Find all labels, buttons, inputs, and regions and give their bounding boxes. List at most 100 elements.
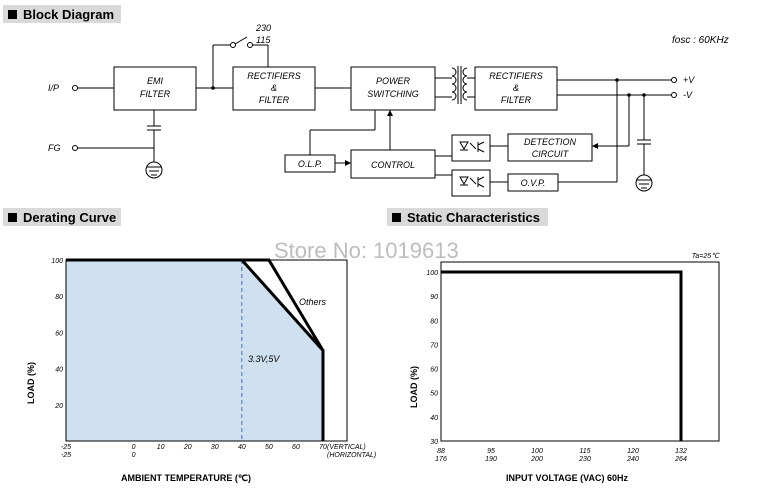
derating-y-label: LOAD (%)	[26, 362, 36, 404]
x-tick-label-vertical: -25	[61, 444, 71, 451]
x-tick-label-vertical: 20	[183, 444, 192, 451]
block-diagram-title: Block Diagram	[23, 6, 115, 22]
ovp-label: O.V.P.	[521, 178, 546, 188]
others-label: Others	[299, 297, 327, 307]
output-rectifiers-block	[474, 66, 558, 111]
safe-operating-area	[66, 260, 323, 441]
x-tick-label-horizontal: -25	[61, 452, 71, 459]
y-tick-label: 40	[55, 367, 63, 374]
block-diagram: fosc : 60KHz I/P FG EMI FILTER	[48, 23, 729, 197]
x-tick-label-high-range: 264	[674, 456, 687, 463]
control-label: CONTROL	[371, 160, 415, 170]
rect1-label-1: RECTIFIERS	[247, 71, 301, 81]
x-tick-label: 115	[579, 448, 590, 455]
power-label-2: SWITCHING	[367, 89, 419, 99]
y-tick-label: 80	[430, 318, 438, 325]
switch-115-label: 115	[256, 35, 271, 45]
ta-label: Ta=25℃	[692, 252, 720, 260]
fg-label: FG	[48, 143, 61, 153]
switch-230-label: 230	[255, 23, 271, 33]
x-tick-label-vertical: 30	[211, 444, 219, 451]
output-negative-label: -V	[683, 90, 693, 100]
y-tick-label: 70	[430, 342, 438, 349]
detection-label-2: CIRCUIT	[532, 149, 570, 159]
derating-title: Derating Curve	[23, 209, 117, 225]
detection-label-1: DETECTION	[524, 137, 577, 147]
output-positive-terminal	[671, 77, 677, 83]
static-load-curve	[441, 270, 683, 441]
y-tick-label: 40	[430, 415, 438, 422]
horizontal-label: (HORIZONTAL)	[327, 452, 376, 459]
fg-terminal	[72, 145, 78, 151]
transformer-icon	[451, 66, 468, 104]
y-tick-label: 60	[430, 367, 438, 374]
optocoupler-icon	[451, 169, 491, 197]
voltage-selector-switch	[234, 36, 248, 45]
fosc-label: fosc : 60KHz	[672, 35, 729, 46]
x-tick-label-high-range: 190	[485, 456, 497, 463]
y-tick-label: 80	[55, 294, 63, 301]
static-x-label: INPUT VOLTAGE (VAC) 60Hz	[506, 473, 629, 483]
x-tick-label: 95	[487, 448, 495, 455]
x-tick-label: 100	[531, 448, 543, 455]
input-terminal	[72, 85, 78, 91]
y-tick-label: 50	[430, 391, 438, 398]
rect2-label-2: &	[513, 83, 519, 93]
curve-3v3-5v	[66, 258, 325, 441]
optocoupler-icon	[451, 134, 491, 162]
selector-switch-contact	[230, 42, 236, 48]
y-tick-label: 30	[430, 439, 438, 446]
static-title: Static Characteristics	[407, 209, 540, 225]
x-tick-label-horizontal: 0	[132, 452, 136, 459]
emi-label-1: EMI	[147, 76, 164, 86]
rect1-label-2: &	[271, 83, 277, 93]
header-square-icon	[8, 9, 17, 19]
x-tick-label-high-range: 240	[626, 456, 639, 463]
output-positive-label: +V	[683, 75, 695, 85]
rect1-label-3: FILTER	[259, 95, 290, 105]
x-tick-label-vertical: 0	[132, 444, 136, 451]
detection-circuit-block	[507, 133, 593, 162]
static-y-ticks: 100 90 80 70 60 50 40 30	[426, 270, 438, 446]
x-tick-label-vertical: 50	[265, 444, 273, 451]
x-tick-label-vertical: 60	[292, 444, 300, 451]
label-3v3-5v: 3.3V,5V	[248, 354, 280, 364]
olp-label: O.L.P.	[298, 159, 322, 169]
x-tick-label-vertical: 40	[238, 444, 246, 451]
block-diagram-header: Block Diagram	[3, 5, 121, 23]
x-tick-label-high-range: 200	[530, 456, 543, 463]
power-label-1: POWER	[376, 76, 411, 86]
derating-y-ticks: 100 80 60 40 20	[51, 258, 63, 410]
x-tick-label: 132	[675, 448, 687, 455]
ground-icon	[635, 174, 653, 192]
y-tick-label: 90	[430, 294, 438, 301]
rect2-label-3: FILTER	[501, 95, 532, 105]
emi-label-2: FILTER	[140, 89, 171, 99]
control-block	[350, 149, 436, 179]
derating-x-label: AMBIENT TEMPERATURE (℃)	[121, 473, 251, 483]
power-switching-block	[350, 66, 436, 111]
x-tick-label: 88	[437, 448, 445, 455]
input-rectifiers-block	[232, 66, 316, 111]
selector-switch-contact	[247, 42, 253, 48]
x-tick-label: 120	[627, 448, 639, 455]
y-tick-label: 60	[55, 330, 63, 337]
y-tick-label: 20	[54, 403, 63, 410]
header-square-icon	[8, 212, 17, 222]
y-tick-label: 100	[426, 270, 438, 277]
x-tick-label-high-range: 176	[435, 456, 447, 463]
rect2-label-1: RECTIFIERS	[489, 71, 543, 81]
header-square-icon	[392, 212, 401, 222]
ground-icon	[145, 161, 163, 179]
vertical-label: (VERTICAL)	[327, 444, 366, 451]
x-tick-label-high-range: 230	[578, 456, 591, 463]
y-tick-label: 100	[51, 258, 63, 265]
input-label: I/P	[48, 83, 59, 93]
static-header: Static Characteristics	[387, 208, 548, 226]
store-watermark: Store No: 1019613	[274, 238, 459, 263]
